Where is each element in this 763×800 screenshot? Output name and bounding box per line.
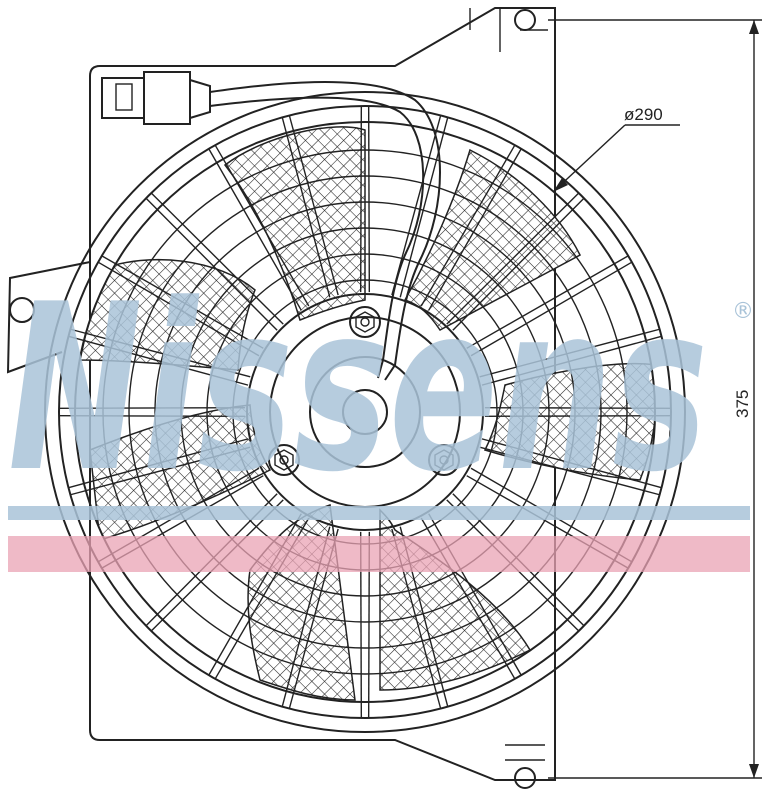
watermark-brand: Nissens: [8, 256, 708, 523]
shroud-plate: [6, 7, 556, 789]
guard-spoke: [420, 144, 516, 307]
guard-spoke: [391, 115, 442, 296]
motor-hub: [246, 293, 484, 531]
mounting-nut: [428, 444, 460, 476]
guard-spoke: [428, 148, 522, 311]
guard-spoke: [399, 117, 449, 298]
guard-spoke: [470, 261, 633, 357]
guard-spoke: [208, 148, 302, 311]
mounting-nut: [349, 306, 381, 338]
guard-spoke: [452, 197, 585, 331]
brand-watermark: Nissens ®: [8, 256, 754, 572]
guard-spoke: [59, 406, 246, 410]
guard-spoke: [446, 192, 580, 325]
guard-spoke: [68, 335, 249, 386]
guard-spoke: [484, 414, 671, 418]
fan-guard: [44, 91, 686, 733]
height-dimension: 375: [548, 19, 762, 779]
guard-spoke: [59, 414, 246, 418]
guard-spoke: [281, 117, 331, 298]
guard-spoke: [367, 106, 371, 293]
guard-spoke: [214, 144, 310, 307]
guard-spoke: [70, 446, 251, 496]
guard-spoke: [150, 192, 284, 325]
fan-blade: [403, 148, 581, 331]
height-label: 375: [733, 390, 752, 418]
guard-spoke: [484, 406, 671, 410]
guard-spoke: [481, 438, 662, 489]
guard-spoke: [68, 438, 249, 489]
watermark-blue-stripe: [8, 506, 750, 520]
registered-mark: ®: [732, 299, 754, 324]
guard-spoke: [101, 255, 264, 349]
diameter-dimension: ø290: [552, 105, 680, 193]
guard-spoke: [479, 446, 660, 496]
electrical-connector: [101, 71, 441, 381]
guard-spoke: [359, 106, 363, 293]
mounting-nut: [268, 444, 300, 476]
guard-spoke: [70, 328, 251, 378]
guard-spokes: [59, 106, 671, 718]
guard-spoke: [145, 197, 278, 331]
guard-spoke: [466, 255, 629, 349]
guard-spoke: [97, 261, 260, 357]
fan-blade: [79, 258, 256, 371]
diameter-label: ø290: [624, 105, 663, 124]
guard-spoke: [481, 335, 662, 386]
guard-spoke: [479, 328, 660, 378]
watermark-red-stripe: [8, 536, 750, 572]
guard-spoke: [288, 115, 339, 296]
